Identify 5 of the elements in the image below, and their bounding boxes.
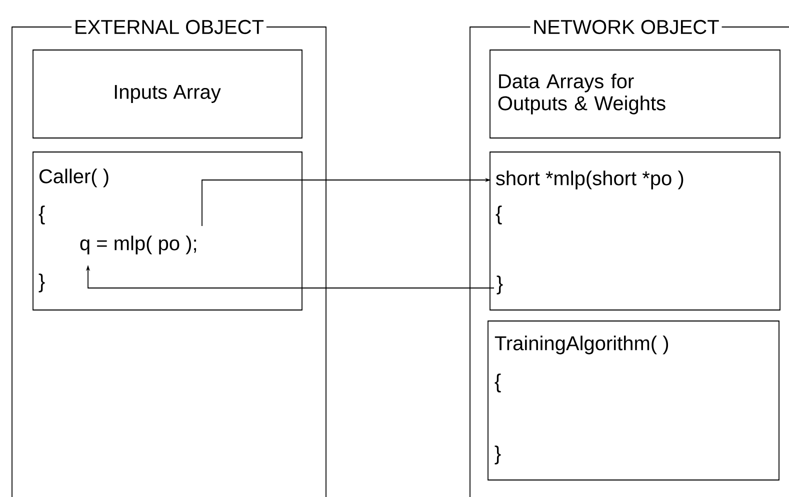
code-box: Caller( ) { q = mlp( po ); }	[32, 152, 302, 310]
code-box: Data Arrays for Outputs & Weights	[490, 50, 780, 138]
code-box: TrainingAlgorithm( ) { }	[488, 320, 780, 480]
code-box: short *mlp(short *po ) { }	[490, 152, 780, 310]
code-box: Inputs Array	[32, 50, 302, 138]
